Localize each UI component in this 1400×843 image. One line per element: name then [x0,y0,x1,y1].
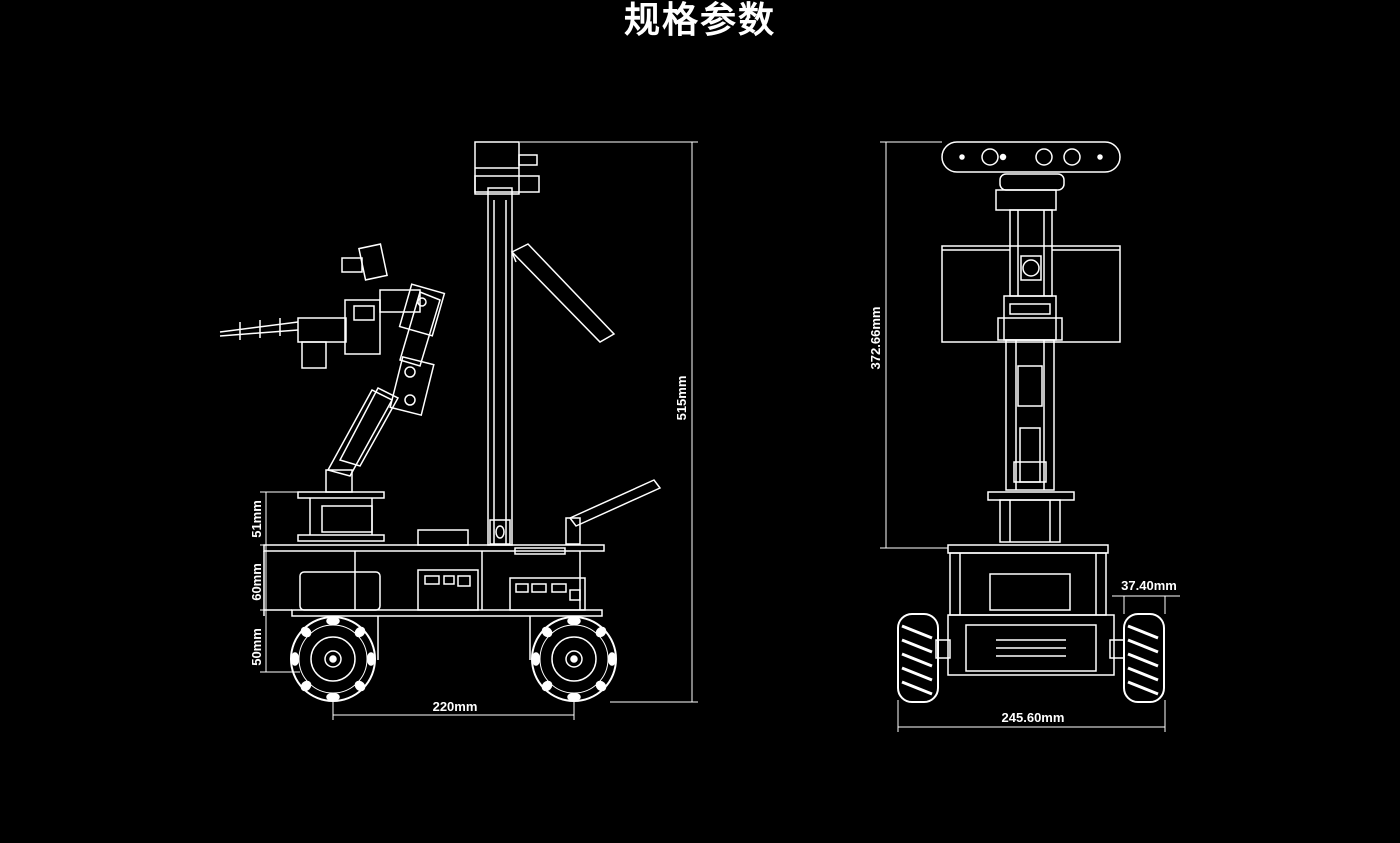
gripper-servo [301,341,327,369]
depth-camera-front [941,141,1121,173]
front-lower-body [947,614,1115,676]
controller-board [417,569,479,611]
dim-lower-deck-label: 60mm [249,563,264,601]
page-title: 规格参数 [623,0,776,41]
lift-column [487,187,513,546]
main-board [509,577,586,611]
dim-wheel-height-label: 50mm [249,628,264,666]
front-view [896,141,1166,704]
turntable [325,469,353,493]
battery-box [299,571,381,611]
dim-height-label: 372.66mm [868,307,883,370]
dim-wheelbase-label: 220mm [433,699,478,714]
antenna [568,479,662,527]
dim-wheel-width-label: 37.40mm [1121,578,1177,593]
side-view-dimensions [260,141,698,720]
dim-width-label: 245.60mm [1002,710,1065,725]
bottom-chassis-plate [291,609,603,617]
display-panel-front [941,245,1121,343]
dim-total-height-label: 515mm [674,376,689,421]
front-view-dimensions [880,141,1180,732]
base-servo [321,505,373,533]
dim-upper-deck-label: 51mm [249,500,264,538]
front-chassis-plate [947,544,1109,554]
display-panel [510,243,616,343]
robot-arm [219,243,446,477]
side-view [219,141,662,702]
